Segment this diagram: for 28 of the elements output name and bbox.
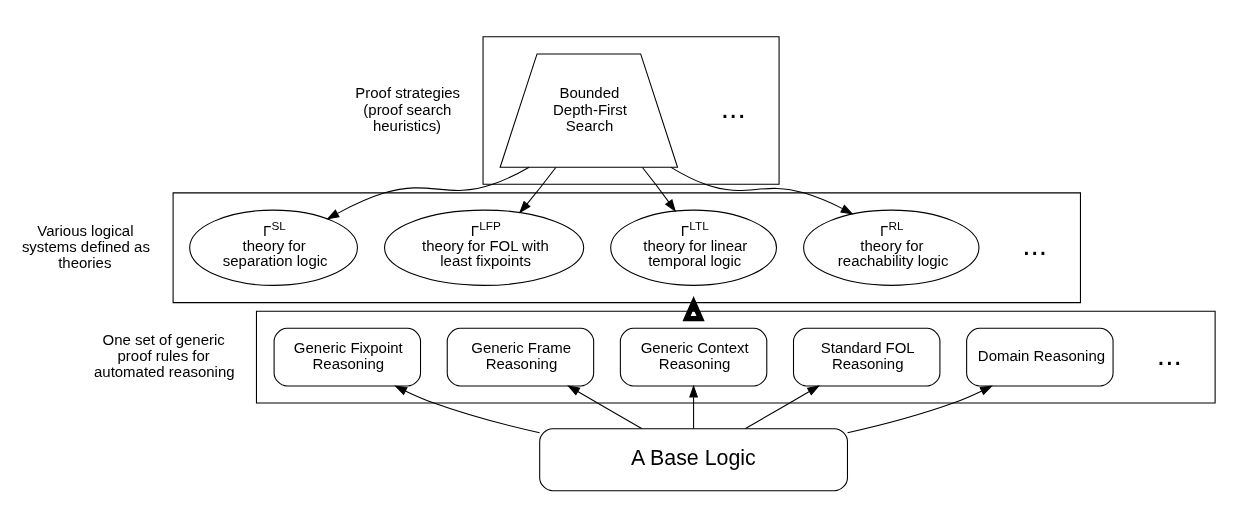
node-box: Generic Context Reasoning [619, 327, 768, 387]
node-box: Standard FOL Reasoning [792, 327, 941, 387]
cluster [255, 310, 1216, 404]
label: One set of generic proof rules for automated reasoning [94, 331, 235, 381]
label: ... [1022, 228, 1048, 262]
node-ellipse: Γ$^{LTL}$ theory for linear temporal logic [610, 209, 777, 286]
arrow [567, 385, 643, 430]
node-box: Generic Frame Reasoning [446, 327, 595, 387]
node-ellipse: Γ$^{LFP}$ theory for FOL with least fixpoints [384, 209, 585, 286]
label: Proof strategies (proof search heuristics) [355, 84, 461, 134]
cluster [172, 192, 1081, 304]
arrow [682, 295, 705, 322]
arrow [326, 166, 530, 220]
arrow [519, 166, 557, 214]
node-box: Generic Fixpoint Reasoning [273, 327, 422, 387]
arrow [641, 166, 677, 213]
cluster [482, 36, 780, 185]
node-ellipse: Γ$^{RL}$ theory for reachability logic [803, 209, 980, 286]
arrow [847, 385, 993, 434]
label: ... [1156, 337, 1182, 371]
arrow [394, 385, 541, 434]
node-box: A Base Logic [539, 428, 848, 492]
label: Various logical systems defined as theories [21, 221, 150, 271]
label: ... [720, 90, 746, 124]
arrow [670, 166, 854, 215]
node-box: Domain Reasoning [966, 327, 1114, 387]
arrow [745, 385, 821, 430]
arrow [689, 384, 699, 430]
